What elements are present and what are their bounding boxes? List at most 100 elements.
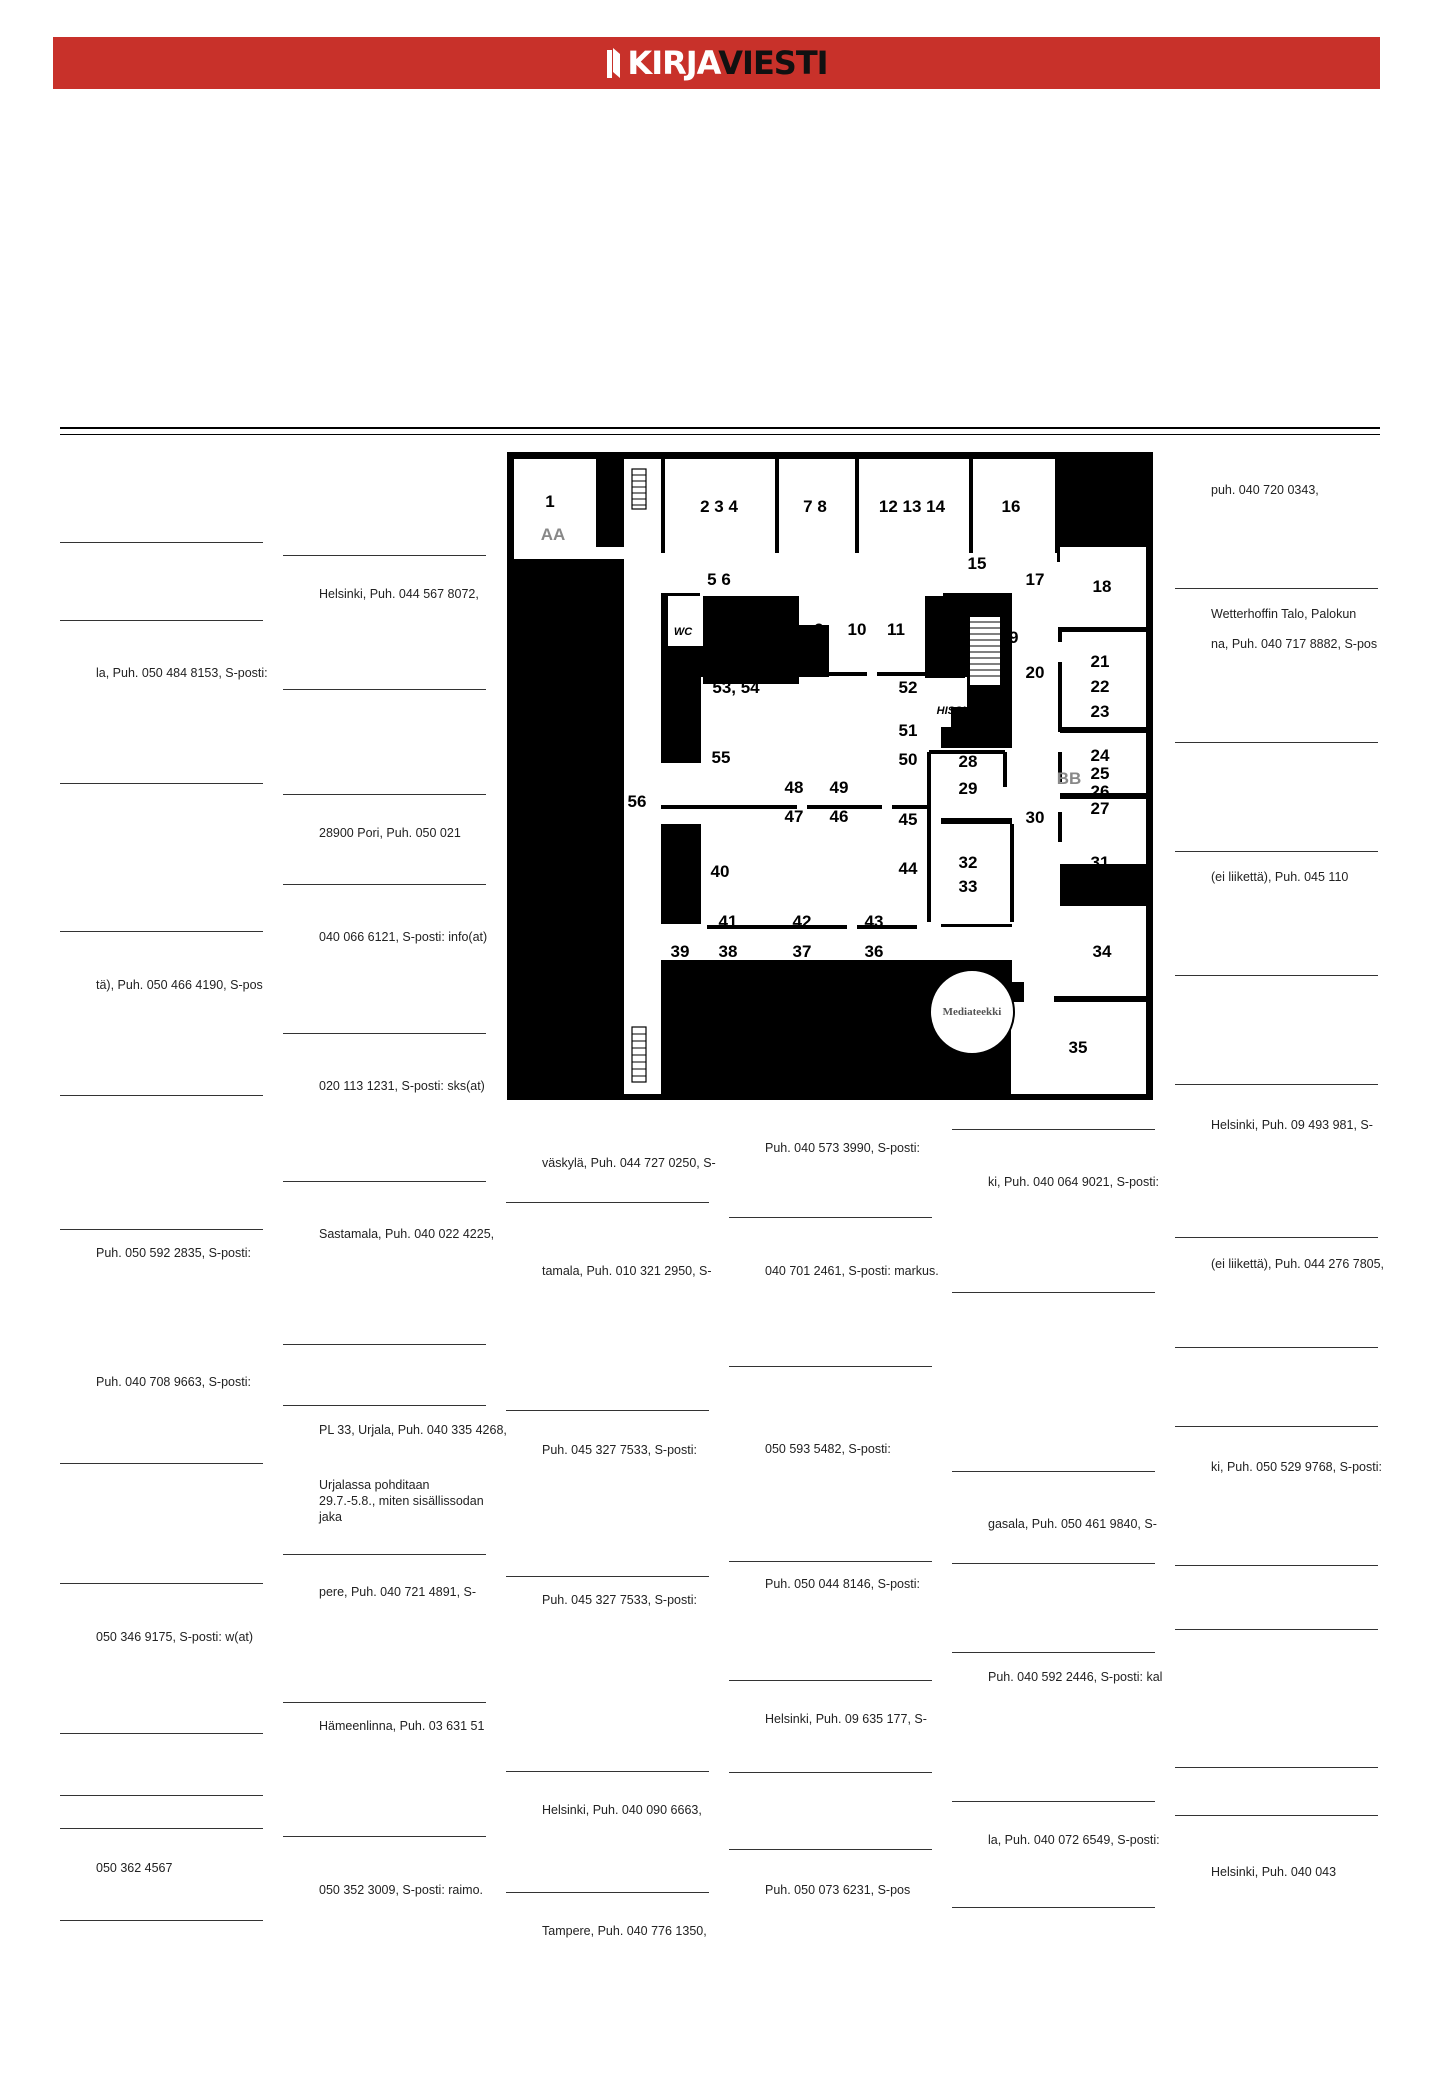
listing-text: Urjalassa pohditaan 29.7.-5.8., miten si…: [319, 1478, 484, 1524]
divider: [60, 1920, 263, 1921]
divider: [506, 1892, 709, 1893]
divider: [283, 1033, 486, 1034]
divider: [1175, 1084, 1378, 1085]
divider: [729, 1849, 932, 1850]
listing-text: 050 352 3009, S-posti: raimo.: [319, 1883, 483, 1897]
room-label-45: 45: [899, 810, 918, 829]
listing-text: (ei liikettä), Puh. 045 110: [1211, 870, 1349, 884]
room-label-23: 23: [1091, 702, 1110, 721]
listing-text: na, Puh. 040 717 8882, S-pos: [1211, 637, 1378, 651]
divider: [506, 1410, 709, 1411]
divider: [952, 1292, 1155, 1293]
room-label-40: 40: [711, 862, 730, 881]
room-label-38: 38: [719, 942, 738, 961]
room-label-21: 21: [1091, 652, 1110, 671]
divider: [60, 783, 263, 784]
room-label-16: 16: [1002, 497, 1021, 516]
logo-text-kirja: KIRJA: [627, 44, 719, 82]
room-label-34: 34: [1093, 942, 1112, 961]
listing-text: ki, Puh. 050 529 9768, S-posti:: [1211, 1460, 1382, 1474]
divider: [1175, 588, 1378, 589]
room-label-47: 47: [785, 807, 804, 826]
room-label-bb: BB: [1057, 769, 1082, 788]
listing-text: 050 593 5482, S-posti:: [765, 1442, 891, 1456]
divider: [60, 542, 263, 543]
listing-text: 28900 Pori, Puh. 050 021: [319, 826, 461, 840]
room-label-1: 1: [545, 492, 554, 511]
divider: [1175, 851, 1378, 852]
divider: [1175, 1347, 1378, 1348]
listing-text: 020 113 1231, S-posti: sks(at): [319, 1079, 485, 1093]
room-label-20: 20: [1026, 663, 1045, 682]
room-label-9: 9: [814, 620, 823, 639]
room-label-26: 26: [1091, 782, 1110, 801]
logo-text-viesti: VIESTI: [718, 44, 828, 82]
room-label-24: 24: [1091, 746, 1110, 765]
room-label-wc: WC: [674, 626, 693, 638]
divider: [60, 1095, 263, 1096]
listing-text: gasala, Puh. 050 461 9840, S-: [988, 1517, 1157, 1531]
divider: [729, 1217, 932, 1218]
divider: [729, 1680, 932, 1681]
room-label-48: 48: [785, 778, 804, 797]
divider: [1175, 1767, 1378, 1768]
room-label-56: 56: [628, 792, 647, 811]
book-icon: [605, 46, 621, 80]
divider: [729, 1366, 932, 1367]
divider: [1175, 1426, 1378, 1427]
divider: [1175, 1629, 1378, 1630]
divider: [952, 1471, 1155, 1472]
listing-column-3: väskylä, Puh. 044 727 0250, S- tamala, P…: [506, 0, 716, 2091]
mediateekki-circle: [929, 969, 1015, 1055]
divider: [1175, 975, 1378, 976]
room-label-32: 32: [959, 853, 978, 872]
divider: [283, 1344, 486, 1345]
room-label-31: 31: [1091, 853, 1110, 872]
room-label-52: 52: [899, 678, 918, 697]
listing-text: Wetterhoffin Talo, Palokun: [1211, 607, 1357, 621]
room-label-43: 43: [865, 912, 884, 931]
listing-text: Helsinki, Puh. 09 493 981, S-: [1211, 1118, 1373, 1132]
divider: [283, 884, 486, 885]
room-label-33: 33: [959, 877, 978, 896]
room-label-36: 36: [865, 942, 884, 961]
room-label-12-13-14: 12 13 14: [879, 497, 946, 516]
listing-text: Puh. 040 592 2446, S-posti: kal: [988, 1670, 1163, 1684]
divider: [506, 1576, 709, 1577]
divider: [283, 1181, 486, 1182]
divider: [506, 1202, 709, 1203]
divider: [283, 1554, 486, 1555]
room-label-15: 15: [968, 554, 987, 573]
divider: [283, 1702, 486, 1703]
listing-column-5: ki, Puh. 040 064 9021, S-posti: gasala, …: [952, 0, 1162, 2091]
listing-text: Tampere, Puh. 040 776 1350,: [542, 1924, 707, 1938]
divider: [283, 555, 486, 556]
listing-text: tamala, Puh. 010 321 2950, S-: [542, 1264, 712, 1278]
listing-text: Hämeenlinna, Puh. 03 631 51: [319, 1719, 485, 1733]
divider: [1175, 742, 1378, 743]
divider: [729, 1772, 932, 1773]
listing-text: Puh. 045 327 7533, S-posti:: [542, 1593, 697, 1607]
divider: [283, 689, 486, 690]
listing-text: väskylä, Puh. 044 727 0250, S-: [542, 1156, 716, 1170]
room-label-aa: AA: [541, 525, 566, 544]
listing-text: 050 346 9175, S-posti: w(at): [96, 1630, 254, 1644]
room-label-49: 49: [830, 778, 849, 797]
listing-text: Helsinki, Puh. 040 043: [1211, 1865, 1337, 1879]
room-label-29: 29: [959, 779, 978, 798]
listing-text: Puh. 050 592 2835, S-posti:: [96, 1246, 251, 1260]
room-label-5-6: 5 6: [707, 570, 731, 589]
section-rule-top: [60, 427, 1380, 429]
divider: [952, 1652, 1155, 1653]
divider: [952, 1129, 1155, 1130]
room-label-27: 27: [1091, 799, 1110, 818]
divider: [60, 1828, 263, 1829]
divider: [1175, 1565, 1378, 1566]
listing-text: PL 33, Urjala, Puh. 040 335 4268,: [319, 1423, 507, 1437]
divider: [60, 1733, 263, 1734]
divider: [952, 1801, 1155, 1802]
listing-text: Puh. 040 708 9663, S-posti:: [96, 1375, 251, 1389]
divider: [952, 1563, 1155, 1564]
listing-text: la, Puh. 050 484 8153, S-posti:: [96, 666, 268, 680]
divider: [60, 1229, 263, 1230]
